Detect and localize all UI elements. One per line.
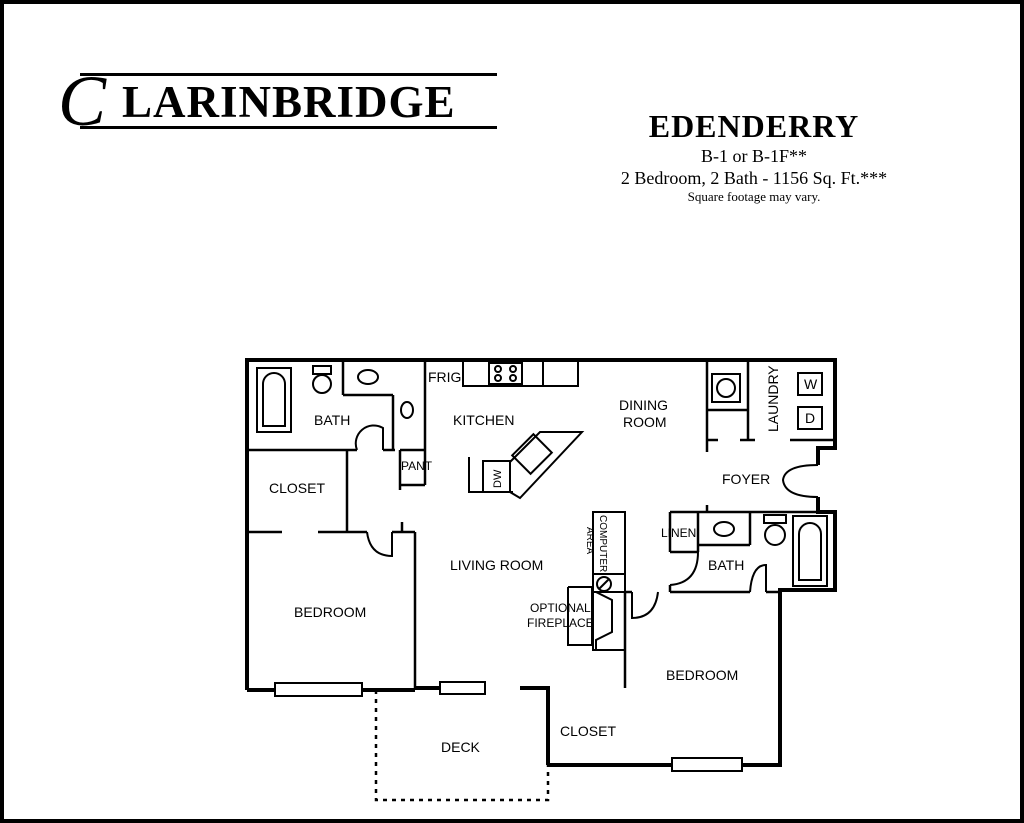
label-laundry: LAUNDRY xyxy=(765,365,781,432)
label-computer-area: AREA xyxy=(584,527,595,555)
label-foyer: FOYER xyxy=(722,471,770,487)
label-kitchen: KITCHEN xyxy=(453,412,514,428)
label-closet-2: CLOSET xyxy=(560,723,616,739)
label-closet-1: CLOSET xyxy=(269,480,325,496)
fixtures xyxy=(256,359,828,772)
plan-header: EDENDERRY B-1 or B-1F** 2 Bedroom, 2 Bat… xyxy=(584,108,924,205)
label-fireplace: FIREPLACE xyxy=(527,616,594,630)
label-living-room: LIVING ROOM xyxy=(450,557,543,573)
deck-outline xyxy=(374,690,550,802)
plan-summary: 2 Bedroom, 2 Bath - 1156 Sq. Ft.*** xyxy=(620,168,888,188)
label-optional: OPTIONAL xyxy=(530,601,591,615)
label-dishwasher: DW xyxy=(492,469,504,488)
label-dining: DINING xyxy=(619,397,668,413)
label-pantry: PANT xyxy=(401,459,433,473)
clarinbridge-logo: C LARINBRIDGE xyxy=(52,58,497,141)
logo-text: LARINBRIDGE xyxy=(122,77,456,127)
plan-code: B-1 or B-1F** xyxy=(700,146,807,166)
label-frig: FRIG xyxy=(428,369,461,385)
label-bath-2: BATH xyxy=(708,557,744,573)
label-deck: DECK xyxy=(441,739,481,755)
doors xyxy=(354,424,819,620)
label-bedroom-2: BEDROOM xyxy=(666,667,738,683)
label-computer: COMPUTER xyxy=(597,515,608,572)
interior-walls xyxy=(247,360,835,690)
plan-name: EDENDERRY xyxy=(648,108,860,144)
logo-initial: C xyxy=(58,61,107,141)
exterior-walls xyxy=(245,358,837,767)
label-washer: W xyxy=(804,376,818,392)
label-dining-room: ROOM xyxy=(623,414,667,430)
label-bath-1: BATH xyxy=(314,412,350,428)
plan-note: Square footage may vary. xyxy=(687,189,821,204)
label-bedroom-1: BEDROOM xyxy=(294,604,366,620)
label-dryer: D xyxy=(805,410,815,426)
label-linen: LINEN xyxy=(661,526,696,540)
